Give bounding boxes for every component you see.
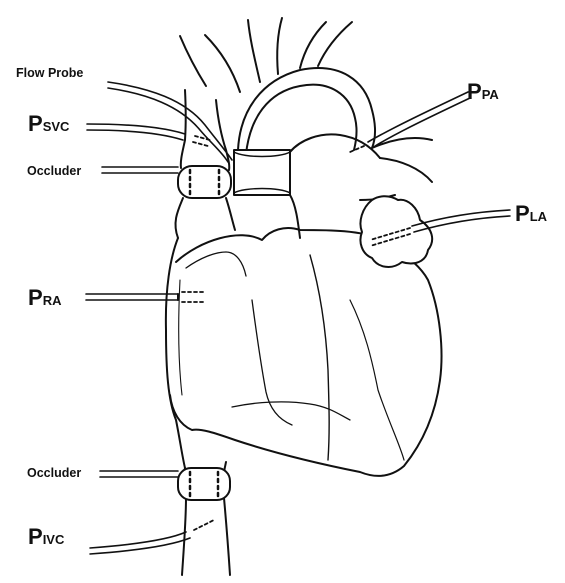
flow-probe-cable <box>108 82 232 162</box>
label-p-pa-main: P <box>467 79 482 104</box>
label-p-ivc-sub: IVC <box>43 532 65 547</box>
label-p-la: PLA <box>515 203 547 225</box>
svc-neck <box>175 198 235 238</box>
label-p-ivc: PIVC <box>28 526 64 548</box>
occluder-svc <box>178 166 231 198</box>
label-p-pa-sub: PA <box>482 87 499 102</box>
label-p-ra: PRA <box>28 287 61 309</box>
apex-fold <box>232 402 350 420</box>
label-occluder-bottom: Occluder <box>27 466 81 480</box>
label-p-svc: PSVC <box>28 113 69 135</box>
catheter-svc <box>87 124 210 146</box>
heart-outline <box>170 228 442 476</box>
label-p-la-sub: LA <box>530 209 547 224</box>
label-p-la-main: P <box>515 201 530 226</box>
flow-probe-ring <box>234 150 290 195</box>
aorta <box>180 18 375 154</box>
catheter-ra <box>86 292 205 302</box>
atrium-inner-line <box>186 252 246 276</box>
occluder-ivc <box>178 468 230 500</box>
occluder-top-line <box>102 167 178 173</box>
label-p-ivc-main: P <box>28 524 43 549</box>
label-p-ra-main: P <box>28 285 43 310</box>
ventricle-detail <box>350 300 404 460</box>
catheter-pa <box>350 92 470 152</box>
right-atrium-outline <box>166 238 185 468</box>
occluder-bottom-line <box>100 471 178 477</box>
label-flow-probe: Flow Probe <box>16 66 83 80</box>
superior-vena-cava <box>181 90 229 170</box>
septum-line <box>310 255 329 460</box>
inner-contour <box>179 280 182 395</box>
label-occluder-top: Occluder <box>27 164 81 178</box>
catheter-ivc <box>90 520 214 554</box>
atrial-groove <box>252 300 292 425</box>
label-p-pa: PPA <box>467 81 499 103</box>
label-p-ra-sub: RA <box>43 293 62 308</box>
label-p-svc-sub: SVC <box>43 119 70 134</box>
label-p-svc-main: P <box>28 111 43 136</box>
